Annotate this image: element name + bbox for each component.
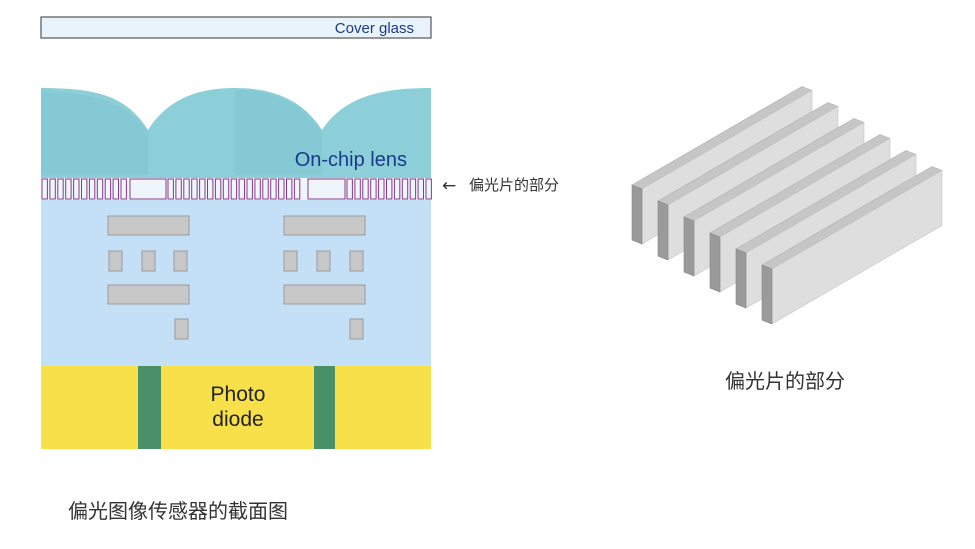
polarizer-cell	[293, 178, 301, 200]
sensor-cross-section: On-chip lens Photo diode	[41, 88, 432, 449]
polarizer-cell	[425, 178, 432, 200]
polarizer-3d-illustration	[631, 86, 943, 325]
polarizer-cell	[207, 178, 214, 200]
polarizer-cell	[183, 178, 190, 200]
isolation-wall-1	[138, 366, 161, 449]
polarizer-cell	[81, 178, 88, 200]
wiring-via	[316, 250, 331, 272]
wiring-via	[141, 250, 156, 272]
wiring-bar	[107, 215, 190, 236]
polarizer-cell	[254, 178, 261, 200]
polarizer-cell	[409, 178, 417, 200]
fin-end	[735, 248, 747, 309]
polarizer-cell	[370, 178, 377, 200]
arrow-left-icon: ←	[442, 176, 456, 196]
wiring-via	[173, 250, 188, 272]
wiring-bar	[283, 215, 366, 236]
polarizer-cell	[278, 178, 285, 200]
polarizer-cell	[88, 178, 96, 200]
cover-glass: Cover glass	[40, 16, 432, 39]
wiring-via	[349, 250, 364, 272]
polarizer-cell	[238, 178, 246, 200]
fin-end	[631, 184, 643, 245]
wiring-bar	[283, 284, 366, 305]
polarizer-opening	[307, 178, 346, 200]
polarizer-cell	[362, 178, 369, 200]
polarizer-row-bg	[41, 178, 431, 200]
polarizer-cell	[393, 178, 401, 200]
polarizer-cell	[41, 178, 48, 200]
wiring-via	[349, 318, 364, 340]
wiring-bar	[107, 284, 190, 305]
wiring-via	[283, 250, 298, 272]
polarizer-cell	[199, 178, 206, 200]
polarizer-cell	[49, 178, 56, 200]
polarizer-cell	[346, 178, 353, 200]
polarizer-cell	[96, 178, 104, 200]
fin-end	[657, 200, 669, 261]
fin-end	[683, 216, 695, 277]
polarizer-cell	[120, 178, 127, 200]
wiring-via	[108, 250, 123, 272]
photodiode-label-line2: diode	[212, 408, 263, 431]
polarizer-cell	[262, 178, 269, 200]
polarizer-cell	[286, 178, 293, 200]
polarizer-cell	[230, 178, 238, 200]
polarizer-pointer: ← 偏光片的部分	[442, 176, 559, 196]
cover-glass-rect	[40, 16, 432, 39]
polarizer-grid-row	[41, 178, 432, 200]
fin-end	[761, 264, 773, 325]
wiring-layer-pixel-1	[107, 215, 190, 340]
on-chip-lens-highlight-2	[235, 90, 322, 175]
cover-glass-label: Cover glass	[335, 20, 414, 37]
polarizer-3d-label: 偏光片的部分	[725, 369, 845, 393]
polarizer-cell	[191, 178, 198, 200]
isolation-wall-2	[314, 366, 335, 449]
polarizer-cell	[104, 178, 112, 200]
polarizer-cell	[354, 178, 361, 200]
polarizer-fin	[761, 166, 943, 325]
polarizer-cell	[386, 178, 393, 200]
polarizer-cell	[401, 178, 409, 200]
fin-end	[709, 232, 721, 293]
polarizer-cell	[112, 178, 119, 200]
polarizer-cell	[57, 178, 64, 200]
polarizer-cell	[417, 178, 425, 200]
on-chip-lens-highlight	[41, 92, 148, 175]
on-chip-lens-label: On-chip lens	[295, 149, 407, 171]
wiring-via	[174, 318, 189, 340]
polarizer-cell	[222, 178, 230, 200]
polarizer-opening	[129, 178, 167, 200]
polarizer-cell	[167, 178, 174, 200]
cross-section-caption: 偏光图像传感器的截面图	[68, 499, 288, 523]
photodiode-label-line1: Photo	[211, 383, 266, 406]
polarizer-cell	[378, 178, 385, 200]
polarizer-cell	[214, 178, 222, 200]
polarizer-cell	[73, 178, 80, 200]
wiring-layer-pixel-2	[283, 215, 366, 340]
photodiode-layer	[41, 366, 431, 449]
polarizer-cell	[65, 178, 72, 200]
polarizer-cell	[175, 178, 182, 200]
pointer-label: 偏光片的部分	[469, 176, 559, 194]
substrate-layer	[41, 170, 431, 366]
polarizer-cell	[246, 178, 253, 200]
polarizer-cell	[270, 178, 277, 200]
